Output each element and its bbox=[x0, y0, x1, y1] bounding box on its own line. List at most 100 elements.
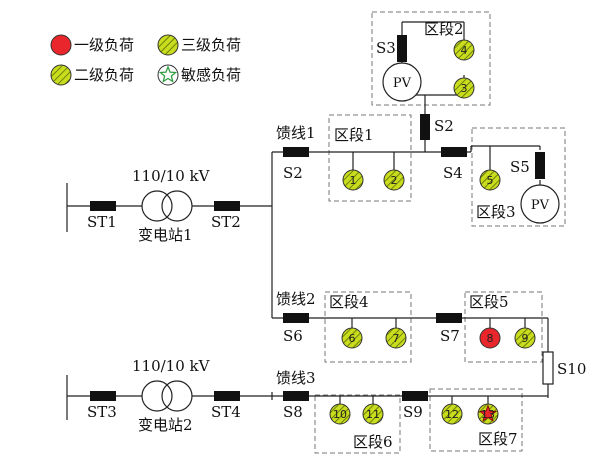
load-2: 2 bbox=[383, 169, 405, 191]
pv-2-label: PV bbox=[531, 198, 550, 213]
switch-ST3 bbox=[90, 391, 116, 401]
load-1: 1 bbox=[342, 169, 364, 191]
load-13-number: 13 bbox=[481, 408, 495, 421]
switch-S2-riser-label: S2 bbox=[434, 117, 454, 135]
legend-level2-swatch bbox=[50, 64, 72, 86]
switch-S2-riser bbox=[420, 114, 430, 140]
legend-star-icon bbox=[158, 65, 178, 83]
feeder-1-label: 馈线1 bbox=[276, 124, 316, 142]
load-11-number: 11 bbox=[366, 408, 380, 421]
legend: 一级负荷 三级负荷 二级负荷 敏感负荷 bbox=[50, 34, 241, 86]
switch-ST4-label: ST4 bbox=[211, 403, 241, 421]
zone-4-box bbox=[324, 291, 412, 363]
switch-S7 bbox=[436, 313, 462, 323]
switch-S2-feeder1 bbox=[283, 147, 309, 157]
load-5-circle bbox=[479, 169, 501, 191]
load-4: 4 bbox=[453, 39, 475, 61]
load-13-star-icon bbox=[478, 404, 498, 422]
zone-6-box bbox=[314, 394, 401, 454]
load-1-circle bbox=[342, 169, 364, 191]
load-9-number: 9 bbox=[522, 332, 529, 345]
switch-ST2 bbox=[214, 201, 240, 211]
legend-level3-swatch bbox=[157, 34, 179, 56]
zone-4-label: 区段4 bbox=[329, 293, 369, 311]
load-7: 7 bbox=[385, 327, 407, 349]
labels: 110/10 kV 变电站1 110/10 kV 变电站2 馈线1 馈线2 馈线… bbox=[87, 20, 586, 451]
switch-ST3-label: ST3 bbox=[87, 403, 117, 421]
switch-S3 bbox=[397, 35, 407, 62]
switch-ST1-label: ST1 bbox=[87, 213, 117, 231]
switch-S4 bbox=[441, 147, 467, 157]
transformer-1-primary-icon bbox=[141, 190, 173, 222]
load-8: 8 bbox=[479, 327, 501, 349]
switch-S10-label: S10 bbox=[557, 360, 586, 378]
substation-2-name: 变电站2 bbox=[138, 416, 193, 434]
legend-level2-label: 二级负荷 bbox=[74, 66, 134, 84]
switch-S9-label: S9 bbox=[403, 403, 423, 421]
load-10-circle bbox=[329, 403, 351, 425]
load-10-number: 10 bbox=[333, 408, 347, 421]
zone-2-box bbox=[371, 11, 491, 106]
substation-2-voltage: 110/10 kV bbox=[132, 357, 211, 375]
switch-S7-label: S7 bbox=[440, 327, 460, 345]
load-8-number: 8 bbox=[487, 332, 494, 345]
load-5: 5 bbox=[479, 169, 501, 191]
zone-3-label: 区段3 bbox=[476, 203, 516, 221]
switches bbox=[90, 35, 554, 401]
load-8-circle bbox=[479, 327, 501, 349]
pv-1-label: PV bbox=[393, 76, 412, 91]
load-9: 9 bbox=[514, 327, 536, 349]
load-12-circle bbox=[441, 403, 463, 425]
legend-level1-label: 一级负荷 bbox=[74, 36, 134, 54]
load-10: 10 bbox=[329, 403, 351, 425]
transformer-1 bbox=[141, 190, 193, 222]
load-3-circle bbox=[453, 77, 475, 99]
zone-6-label: 区段6 bbox=[353, 433, 393, 451]
zone-7-label: 区段7 bbox=[478, 430, 518, 448]
switch-ST1 bbox=[90, 201, 116, 211]
switch-S4-label: S4 bbox=[443, 164, 463, 182]
zone-1-label: 区段1 bbox=[334, 126, 374, 144]
switch-S6 bbox=[283, 313, 309, 323]
feeder-3-label: 馈线3 bbox=[276, 369, 316, 387]
pv-unit-1: PV bbox=[382, 62, 422, 102]
load-13: 13 bbox=[477, 403, 499, 425]
zone-5-label: 区段5 bbox=[469, 293, 509, 311]
load-11-circle bbox=[362, 403, 384, 425]
load-12-number: 12 bbox=[445, 408, 459, 421]
load-2-number: 2 bbox=[391, 174, 398, 187]
pv-2-icon bbox=[520, 184, 560, 224]
switch-ST2-label: ST2 bbox=[211, 213, 241, 231]
load-12: 12 bbox=[441, 403, 463, 425]
legend-level3-label: 三级负荷 bbox=[181, 36, 241, 54]
load-3-number: 3 bbox=[461, 82, 468, 95]
load-4-circle bbox=[453, 39, 475, 61]
load-1-number: 1 bbox=[350, 174, 357, 187]
load-4-number: 4 bbox=[461, 44, 468, 57]
switch-S5-label: S5 bbox=[510, 158, 530, 176]
load-7-circle bbox=[385, 327, 407, 349]
switch-ST4 bbox=[214, 391, 240, 401]
load-5-number: 5 bbox=[487, 174, 494, 187]
zone-2-label: 区段2 bbox=[424, 20, 464, 38]
load-6-circle bbox=[341, 327, 363, 349]
switch-S3-label: S3 bbox=[376, 39, 396, 57]
substation-1-voltage: 110/10 kV bbox=[132, 167, 211, 185]
switch-S5 bbox=[535, 152, 545, 179]
legend-level1-swatch bbox=[50, 34, 72, 56]
legend-sensitive-label: 敏感负荷 bbox=[181, 66, 241, 84]
zone-3-box bbox=[471, 127, 566, 227]
transformer-1-secondary-icon bbox=[161, 190, 193, 222]
transformer-2-primary-icon bbox=[141, 380, 173, 412]
load-6: 6 bbox=[341, 327, 363, 349]
switch-S6-label: S6 bbox=[283, 327, 303, 345]
substation-1-name: 变电站1 bbox=[138, 226, 193, 244]
load-7-number: 7 bbox=[393, 332, 400, 345]
load-9-circle bbox=[514, 327, 536, 349]
zone-7-box bbox=[429, 388, 523, 452]
pv-1-icon bbox=[382, 62, 422, 102]
transformer-2-secondary-icon bbox=[161, 380, 193, 412]
load-11: 11 bbox=[362, 403, 384, 425]
zone-1-box bbox=[328, 114, 412, 202]
